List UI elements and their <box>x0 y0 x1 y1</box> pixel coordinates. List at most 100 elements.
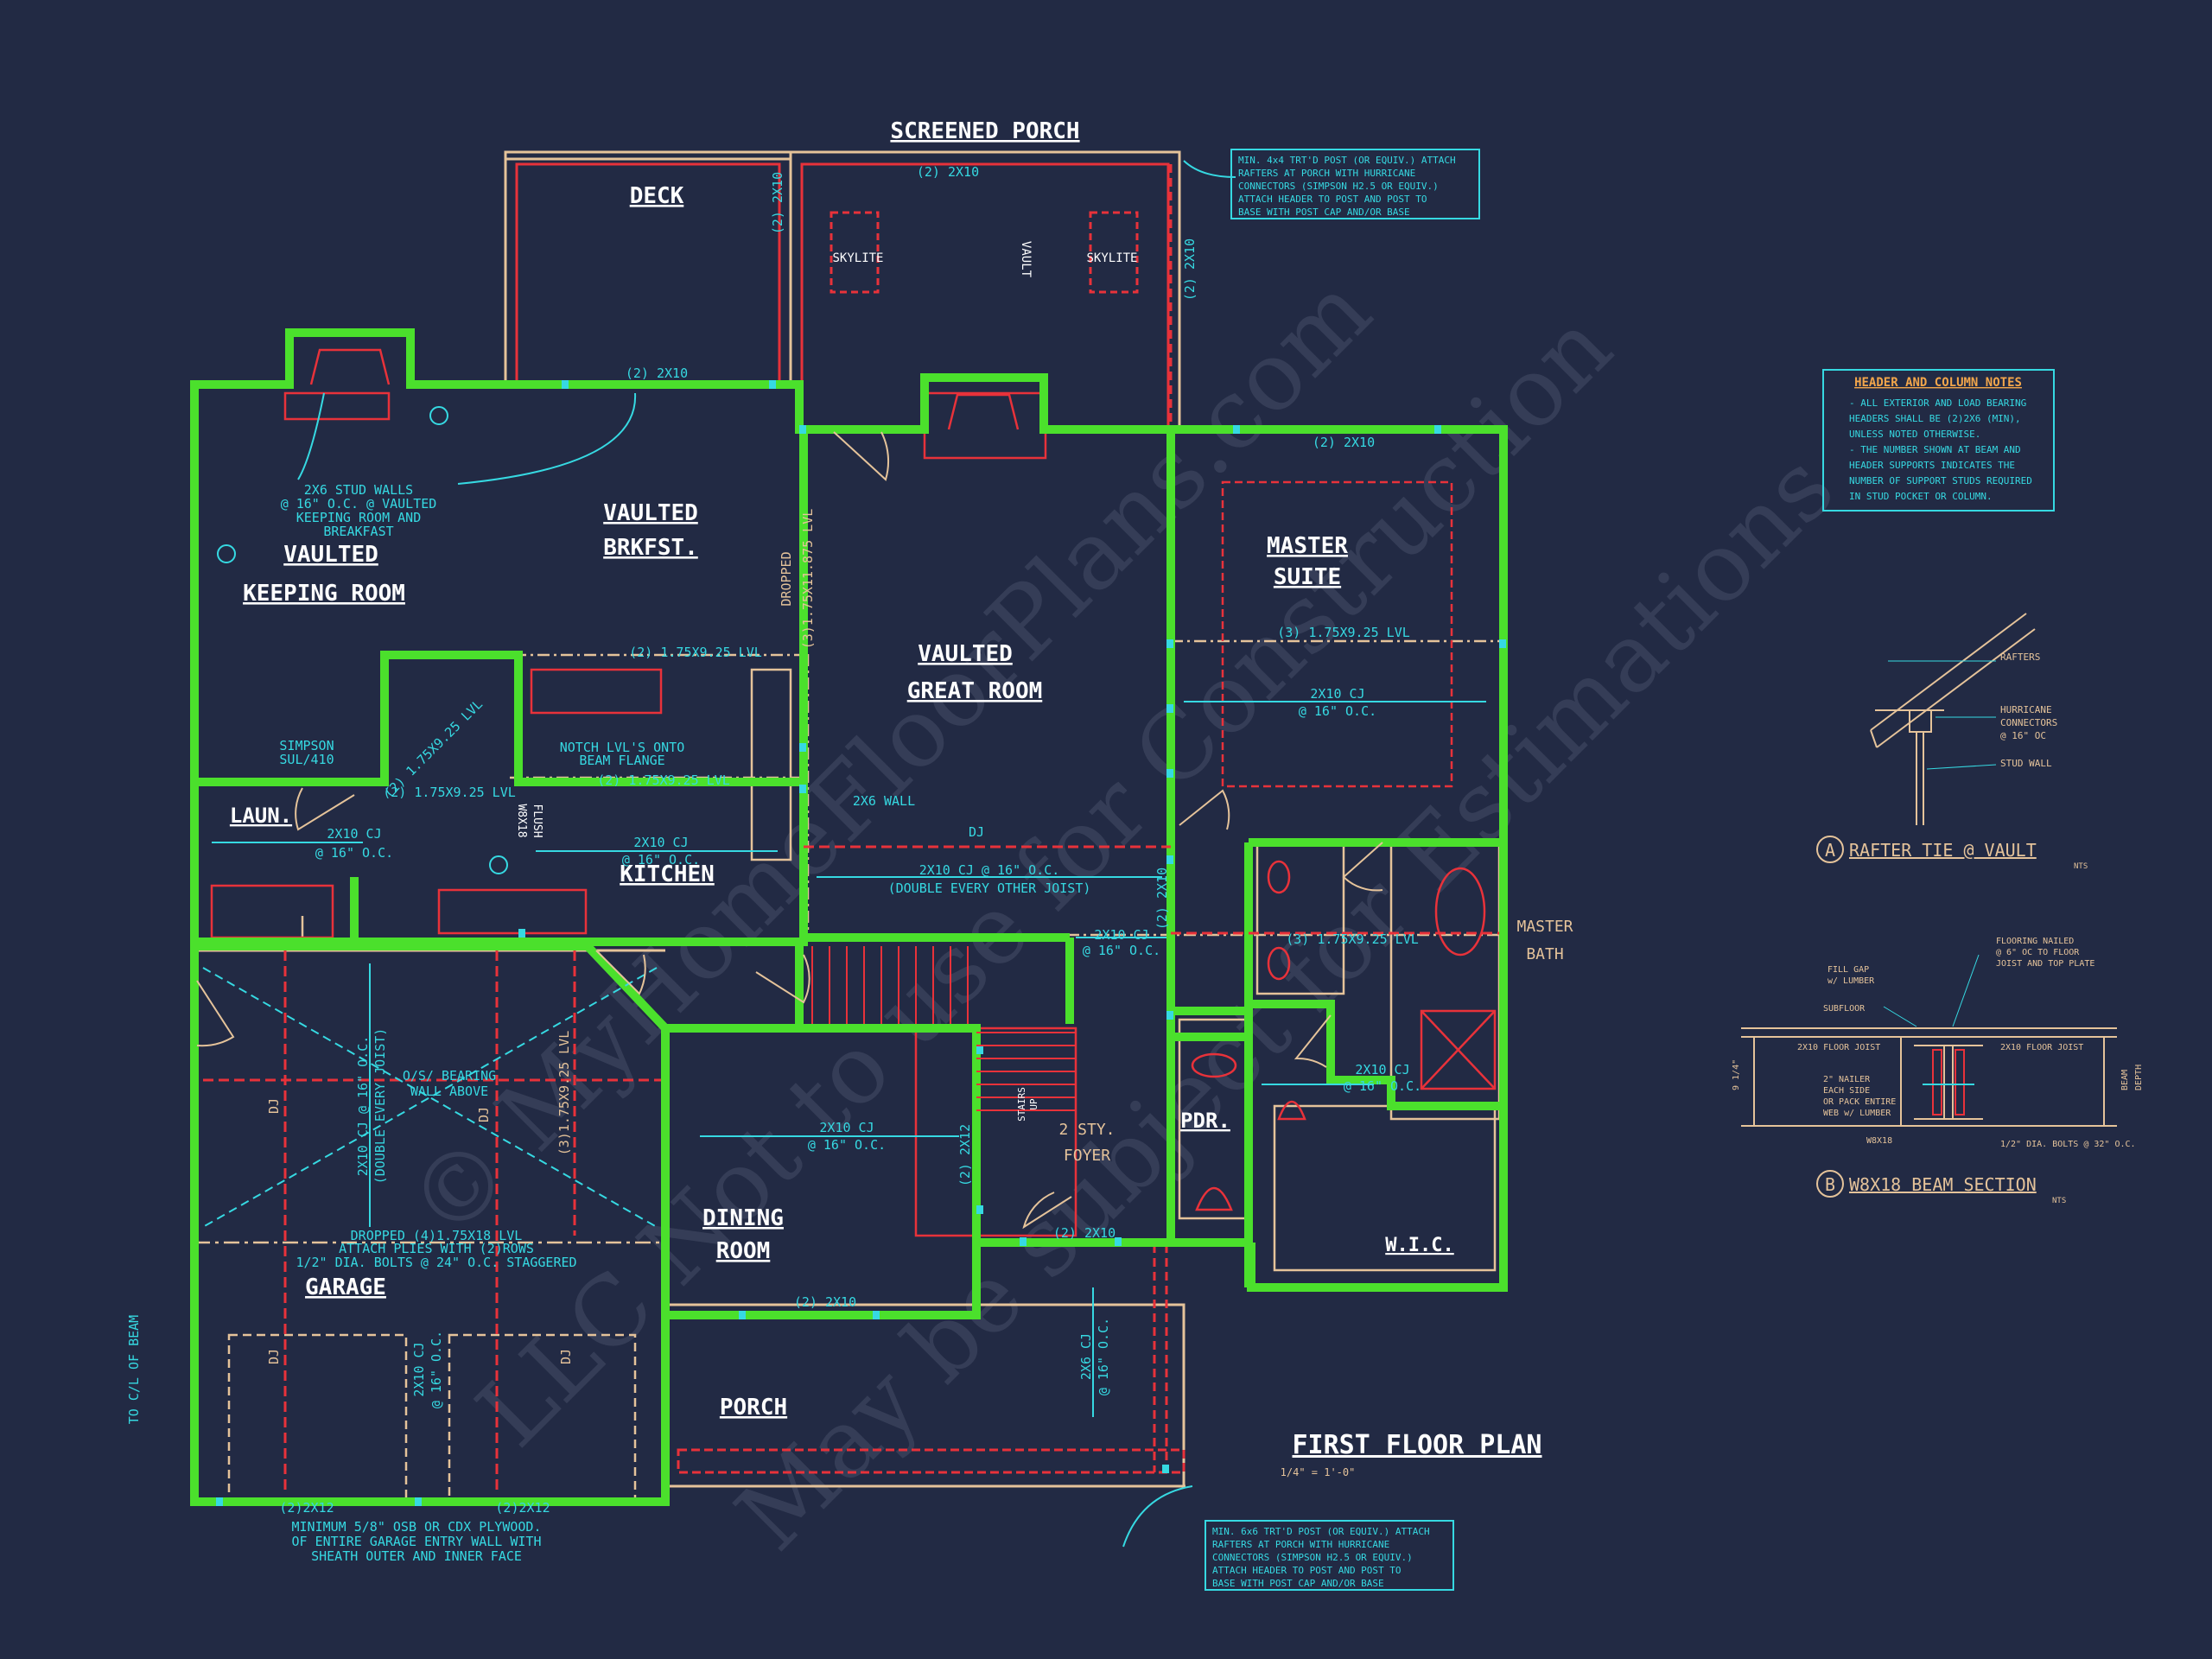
porch-top-note-line-2: RAFTERS AT PORCH WITH HURRICANE <box>1238 168 1415 179</box>
header-notes-line-7: IN STUD POCKET OR COLUMN. <box>1849 491 1993 502</box>
scale-label: 1/4" = 1'-0" <box>1281 1466 1356 1478</box>
w8x18-label: W8X18 <box>515 804 528 837</box>
header-notes-title: HEADER AND COLUMN NOTES <box>1854 376 2022 390</box>
detail-b-nailer-2: EACH SIDE <box>1823 1086 1870 1096</box>
kitchen-label: KITCHEN <box>620 861 715 887</box>
lvl-lower: (2) 1.75X9.25 LVL <box>597 772 730 788</box>
door-swings <box>196 431 1383 1230</box>
lvl-upper: (2) 1.75X9.25 LVL <box>629 645 762 660</box>
garage-beam-2: ATTACH PLIES WITH (2)ROWS <box>339 1241 534 1256</box>
header-porch-top: (2) 2X10 <box>917 164 979 180</box>
laundry-label: LAUN. <box>230 804 292 828</box>
header-notes-line-5: HEADER SUPPORTS INDICATES THE <box>1849 460 2015 471</box>
detail-b-subfloor: SUBFLOOR <box>1823 1004 1866 1014</box>
dj-label-great: DJ <box>969 824 984 840</box>
lvl-vertical: (3)1.75X11.875 LVL <box>800 509 816 650</box>
stairs-up: UP <box>1028 1098 1039 1110</box>
garage-note-2: OF ENTIRE GARAGE ENTRY WALL WITH <box>292 1534 542 1549</box>
detail-b-beam-section <box>1741 954 2117 1198</box>
header-notes-line-4: - THE NUMBER SHOWN AT BEAM AND <box>1849 444 2021 455</box>
porch-top-note-line-4: ATTACH HEADER TO POST AND POST TO <box>1238 194 1427 205</box>
detail-b-w8: W8X18 <box>1866 1136 1892 1146</box>
detail-a-letter: A <box>1825 840 1835 861</box>
foyer-label-1: 2 STY. <box>1058 1121 1115 1139</box>
master-suite-label-2: SUITE <box>1274 564 1341 590</box>
detail-a-labels: A RAFTER TIE @ VAULT NTS RAFTERS HURRICA… <box>1825 652 2088 871</box>
notch-2: BEAM FLANGE <box>579 753 664 768</box>
vaulted-keeping-label-1: VAULTED <box>283 542 378 568</box>
detail-a-rafters: RAFTERS <box>2000 652 2040 663</box>
flush-label: FLUSH <box>531 804 543 837</box>
porch-top-note-line-3: CONNECTORS (SIMPSON H2.5 OR EQUIV.) <box>1238 181 1439 192</box>
porch-label: PORCH <box>720 1395 787 1421</box>
wall-2x6: 2X6 WALL <box>853 793 915 809</box>
header-foyer: (2) 2X10 <box>1053 1225 1116 1241</box>
garage-note-1: MINIMUM 5/8" OSB OR CDX PLYWOOD. <box>292 1519 542 1535</box>
structural-labels: (2) 2X10 (2) 2X10 (2) 2X10 (2) 2X10 (2) … <box>126 164 1421 1564</box>
dj-garage-2: DJ <box>476 1107 492 1122</box>
header-notes-line-3: UNLESS NOTED OTHERWISE. <box>1849 429 1980 440</box>
detail-a-title: RAFTER TIE @ VAULT <box>1849 840 2037 861</box>
header-notes-line-1: - ALL EXTERIOR AND LOAD BEARING <box>1849 397 2026 409</box>
oc-garage-left: @ 16" O.C. <box>429 1331 444 1408</box>
fixtures <box>309 348 1497 1211</box>
oc-hall: @ 16" O.C. <box>1083 943 1160 958</box>
header-notes-line-2: HEADERS SHALL BE (2)2X6 (MIN), <box>1849 413 2021 424</box>
cj-great: 2X10 CJ @ 16" O.C. <box>919 862 1060 878</box>
detail-b-depth-1: BEAM <box>2120 1070 2130 1090</box>
cj-laundry: 2X10 CJ <box>327 826 381 842</box>
detail-b-nailer-4: WEB w/ LUMBER <box>1823 1109 1891 1118</box>
dj-garage-4: DJ <box>558 1349 574 1364</box>
header-master: (2) 2X10 <box>1313 435 1375 450</box>
dining-label-2: ROOM <box>716 1238 771 1264</box>
oc-master: @ 16" O.C. <box>1299 703 1376 719</box>
header-hall-side: (2) 2X10 <box>1154 868 1170 930</box>
porch-top-note-line-1: MIN. 4x4 TRT'D POST (OR EQUIV.) ATTACH <box>1238 155 1456 166</box>
detail-b-flooring-1: FLOORING NAILED <box>1996 937 2074 946</box>
master-bath-label-1: MASTER <box>1516 918 1573 936</box>
garage-note-3: SHEATH OUTER AND INNER FACE <box>311 1548 522 1564</box>
stud-note-2: @ 16" O.C. @ VAULTED <box>281 496 437 512</box>
detail-b-letter: B <box>1825 1174 1835 1195</box>
porch-top-note-line-5: BASE WITH POST CAP AND/OR BASE <box>1238 207 1410 218</box>
detail-b-fill-2: w/ LUMBER <box>1827 976 1875 986</box>
porch-bottom-note-line-4: ATTACH HEADER TO POST AND POST TO <box>1212 1565 1402 1576</box>
detail-b-bolts: 1/2" DIA. BOLTS @ 32" O.C. <box>2000 1140 2136 1149</box>
oc-porch: @ 16" O.C. <box>1096 1318 1111 1395</box>
garage-lvl: (3)1.75X9.25 LVL <box>556 1031 572 1156</box>
wic-label: W.I.C. <box>1385 1235 1453 1256</box>
detail-a-nts: NTS <box>2074 862 2088 871</box>
garage-label: GARAGE <box>305 1274 386 1300</box>
detail-a-hurricane-3: @ 16" OC <box>2000 730 2046 741</box>
stud-note-3: KEEPING ROOM AND <box>296 510 422 525</box>
vaulted-brkfst-label-1: VAULTED <box>603 500 698 526</box>
header-porch-side-2: (2) 2X10 <box>1182 238 1198 301</box>
lvl-bath: (3) 1.75X9.25 LVL <box>1286 931 1419 947</box>
header-porch-side-1: (2) 2X10 <box>770 172 785 234</box>
cj-garage-left: 2X10 CJ <box>411 1342 427 1396</box>
porch-bottom-note-line-5: BASE WITH POST CAP AND/OR BASE <box>1212 1578 1384 1589</box>
grid-bubbles <box>217 406 508 874</box>
to-cl-beam: TO C/L OF BEAM <box>126 1315 142 1424</box>
oc-bath: @ 16" O.C. <box>1344 1078 1421 1094</box>
cj-garage-2: (DOUBLE EVERY JOIST) <box>372 1028 388 1185</box>
master-bath-label-2: BATH <box>1526 945 1563 963</box>
oc-dining: @ 16" O.C. <box>808 1137 886 1153</box>
garage-beam-3: 1/2" DIA. BOLTS @ 24" O.C. STAGGERED <box>296 1255 576 1270</box>
simpson-1: SIMPSON <box>279 738 334 753</box>
screened-porch-label: SCREENED PORCH <box>890 118 1079 144</box>
skylite-label-2: SKYLITE <box>1086 251 1137 265</box>
cj-great-2: (DOUBLE EVERY OTHER JOIST) <box>888 880 1091 896</box>
screened-porch-structure <box>515 162 1185 1474</box>
pdr-label: PDR. <box>1180 1109 1230 1133</box>
lvl-master: (3) 1.75X9.25 LVL <box>1277 625 1410 640</box>
leader-lines <box>297 160 1236 1548</box>
garage-beam-1: DROPPED (4)1.75X18 LVL <box>351 1228 523 1243</box>
dj-garage-1: DJ <box>266 1098 282 1114</box>
cj-bath: 2X10 CJ <box>1355 1062 1409 1077</box>
header-garage-right: (2)2X12 <box>495 1500 550 1516</box>
cj-hall: 2X10 CJ <box>1094 927 1148 943</box>
dj-garage-3: DJ <box>266 1349 282 1364</box>
detail-a-hurricane-2: CONNECTORS <box>2000 717 2057 728</box>
detail-b-joist-l: 2X10 FLOOR JOIST <box>1797 1043 1880 1052</box>
